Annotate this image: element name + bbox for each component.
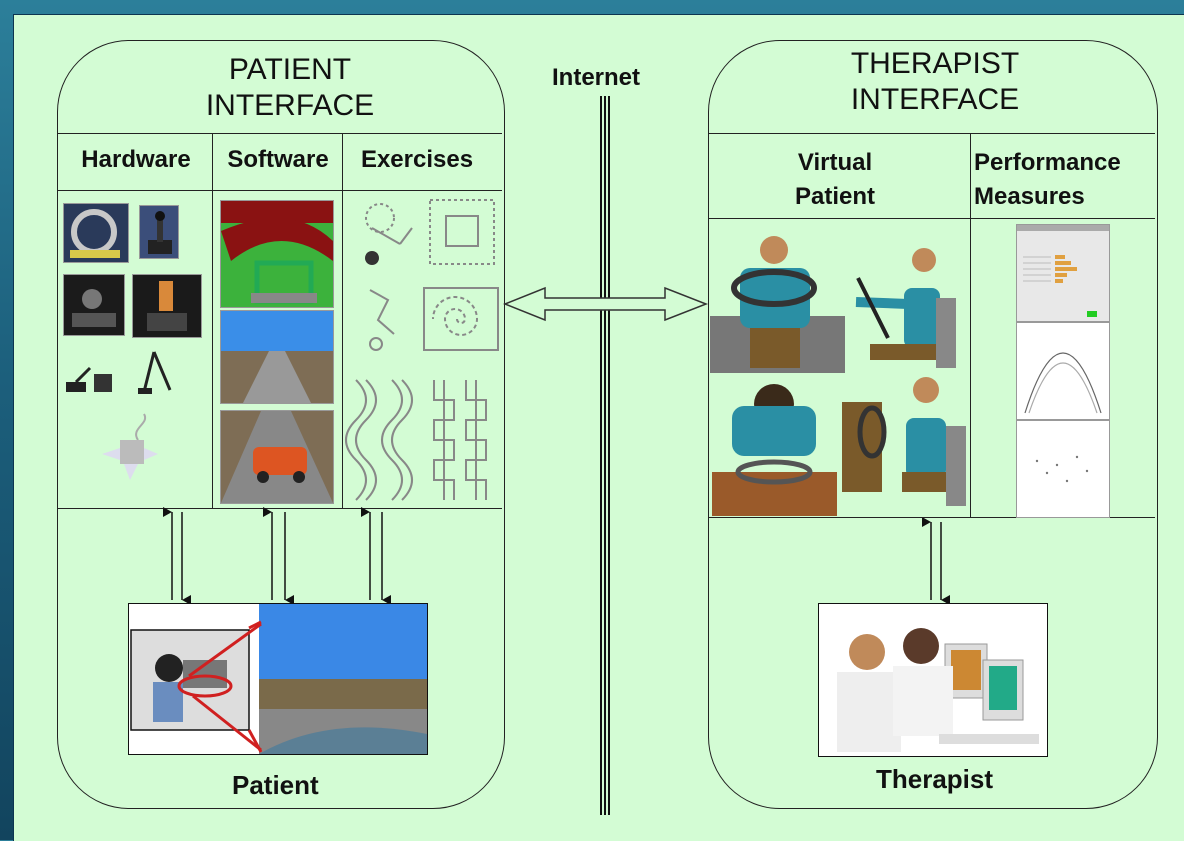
exercise-step-path-2: [465, 380, 477, 500]
internet-double-line: [600, 96, 610, 815]
performance-table-screenshot: [1016, 224, 1110, 322]
exercise-square-path: [429, 199, 495, 265]
performance-measures-header: Performance Measures: [972, 146, 1156, 214]
software-screenshot-car: [220, 410, 334, 504]
robot-arm-image-2: [134, 344, 176, 396]
therapist-title-line2: INTERFACE: [850, 83, 1020, 116]
exercise-step-path-1: [433, 380, 445, 500]
internet-double-arrow: [502, 286, 709, 322]
virtual-patient-side-view: [848, 238, 958, 373]
therapist-header-top-line: [709, 133, 1155, 134]
performance-measures-line2: Measures: [974, 183, 1085, 210]
performance-scatter-chart: [1016, 420, 1110, 518]
patient-interface-box: [57, 40, 505, 809]
internet-label: Internet: [552, 64, 641, 91]
exercise-zigzag-path: [369, 289, 395, 335]
software-screenshot-road-top: [220, 200, 334, 308]
performance-measures-line1: Performance: [974, 149, 1121, 176]
exercise-circle-target: [365, 203, 395, 233]
virtual-patient-driving-view: [842, 372, 970, 516]
patient-label: Patient: [232, 770, 319, 800]
hardware-header: Hardware: [81, 146, 191, 173]
therapist-content-bottom-line: [709, 517, 1155, 518]
software-screenshot-road-view: [220, 310, 334, 404]
steering-wheel-image: [63, 203, 129, 263]
performance-curve-chart: [1016, 322, 1110, 420]
virtual-patient-line2: Patient: [794, 183, 875, 210]
exercise-wave-path-1: [345, 379, 367, 501]
patient-content-bottom-line: [58, 508, 502, 509]
therapist-interface-title: THERAPIST INTERFACE: [800, 46, 1070, 118]
joystick-image: [139, 205, 179, 259]
haptic-device-image-2: [132, 274, 202, 338]
patient-header-top-line: [58, 133, 502, 134]
exercise-wave-path-2: [381, 379, 403, 501]
patient-interface-title: PATIENT INTERFACE: [150, 52, 430, 124]
therapist-label: Therapist: [876, 764, 994, 794]
patient-monitor-image: [128, 603, 428, 755]
patient-title-line2: INTERFACE: [205, 89, 375, 122]
therapist-photo: [818, 603, 1048, 757]
therapist-header-bottom-line: [709, 218, 1155, 219]
therapist-title-line1: THERAPIST: [850, 47, 1020, 80]
virtual-patient-line1: Virtual: [797, 149, 873, 176]
virtual-patient-header: Virtual Patient: [760, 146, 910, 214]
patient-title-line1: PATIENT: [228, 53, 352, 86]
patient-col-divider-2: [342, 133, 343, 508]
robot-arm-image-1: [66, 364, 130, 394]
mouse-device-image: [100, 410, 160, 482]
patient-col-divider-1: [212, 133, 213, 508]
therapist-interface-box: [708, 40, 1158, 809]
therapist-col-divider: [970, 133, 971, 517]
patient-header-bottom-line: [58, 190, 502, 191]
virtual-patient-top-view: [712, 376, 837, 516]
haptic-device-image-1: [63, 274, 125, 336]
exercises-header: Exercises: [360, 146, 474, 173]
exercise-spiral-box: [423, 287, 499, 351]
virtual-patient-front-view: [710, 228, 845, 373]
software-header: Software: [227, 146, 329, 173]
